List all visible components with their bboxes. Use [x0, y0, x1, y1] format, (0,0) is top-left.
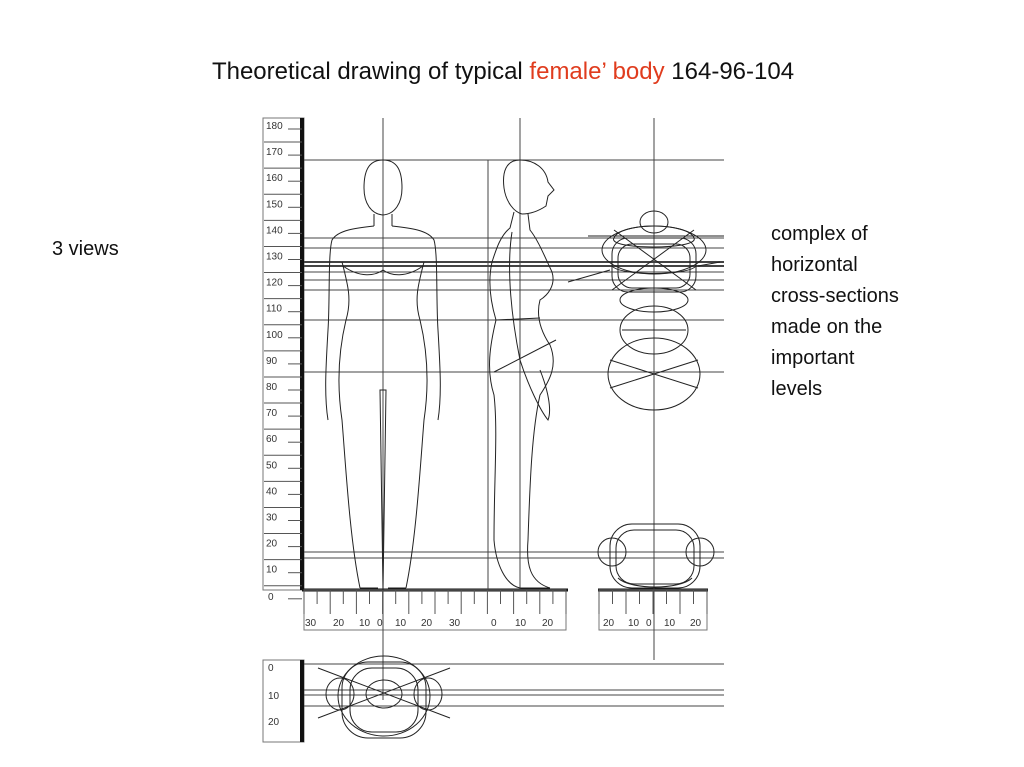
- bottom-scale-sections: 20 10 0 10 20: [598, 589, 708, 631]
- scale-label: 10: [515, 618, 527, 629]
- note-line: complex of: [771, 223, 868, 245]
- foot-cross-section: [597, 523, 715, 589]
- scale-label: 20: [542, 618, 554, 629]
- scale-label: 10: [268, 691, 280, 702]
- axis-lines: [382, 118, 655, 700]
- scale-label: 0: [646, 618, 652, 629]
- note-line: horizontal: [771, 254, 858, 276]
- scale-label: 30: [305, 618, 317, 629]
- scale-label: 20: [421, 618, 433, 629]
- bottom-scale-front-side: 30 20 10 0 10 20 30 0 10 20: [303, 589, 567, 631]
- scale-label: 170: [266, 147, 283, 158]
- front-view-figure: [325, 159, 441, 591]
- views-label: 3 views: [52, 238, 119, 260]
- scale-label: 110: [266, 304, 282, 315]
- scale-label: 20: [333, 618, 345, 629]
- scale-label: 150: [266, 199, 283, 210]
- scale-label: 0: [377, 618, 383, 629]
- scale-label: 30: [266, 513, 278, 524]
- scale-label: 20: [690, 618, 702, 629]
- scale-label: 180: [266, 121, 283, 132]
- note-line: important: [771, 347, 855, 369]
- top-view-panel: 0 10 20: [262, 655, 724, 743]
- scale-label: 80: [266, 382, 278, 393]
- scale-label: 20: [266, 539, 278, 550]
- scale-label: 70: [266, 408, 278, 419]
- note-line: made on the: [771, 316, 883, 338]
- scale-label: 0: [491, 618, 497, 629]
- cross-sections-note: complex of horizontal cross-sections mad…: [771, 219, 971, 405]
- scale-label: 60: [266, 434, 278, 445]
- scale-label: 10: [628, 618, 640, 629]
- slide-title: Theoretical drawing of typical female’ b…: [0, 58, 1006, 86]
- scale-label: 20: [603, 618, 615, 629]
- scale-label: 130: [266, 252, 283, 263]
- scale-label: 10: [266, 565, 278, 576]
- scale-label: 160: [266, 173, 283, 184]
- scale-label: 140: [266, 225, 283, 236]
- cross-section-stack: [567, 210, 724, 411]
- scale-label: 90: [266, 356, 278, 367]
- scale-label: 30: [449, 618, 461, 629]
- level-lines: [304, 159, 724, 559]
- side-view-figure: [489, 159, 557, 589]
- scale-label-zero: 0: [268, 592, 274, 603]
- scale-label: 10: [395, 618, 407, 629]
- scale-label: 0: [268, 663, 274, 674]
- scale-label: 10: [359, 618, 371, 629]
- title-accent-text: female’ body: [529, 58, 665, 85]
- title-text: Theoretical drawing of typical: [211, 58, 530, 85]
- scale-label: 50: [266, 460, 278, 471]
- note-line: levels: [771, 378, 823, 400]
- scale-label: 20: [268, 717, 280, 728]
- scale-label: 100: [266, 330, 283, 341]
- scale-label: 40: [266, 486, 278, 497]
- vertical-scale: 1801701601501401301201101009080706050403…: [262, 117, 305, 603]
- scale-label: 10: [664, 618, 676, 629]
- note-line: cross-sections: [771, 285, 899, 307]
- title-measurements: 164-96-104: [664, 58, 795, 85]
- scale-label: 120: [266, 278, 283, 289]
